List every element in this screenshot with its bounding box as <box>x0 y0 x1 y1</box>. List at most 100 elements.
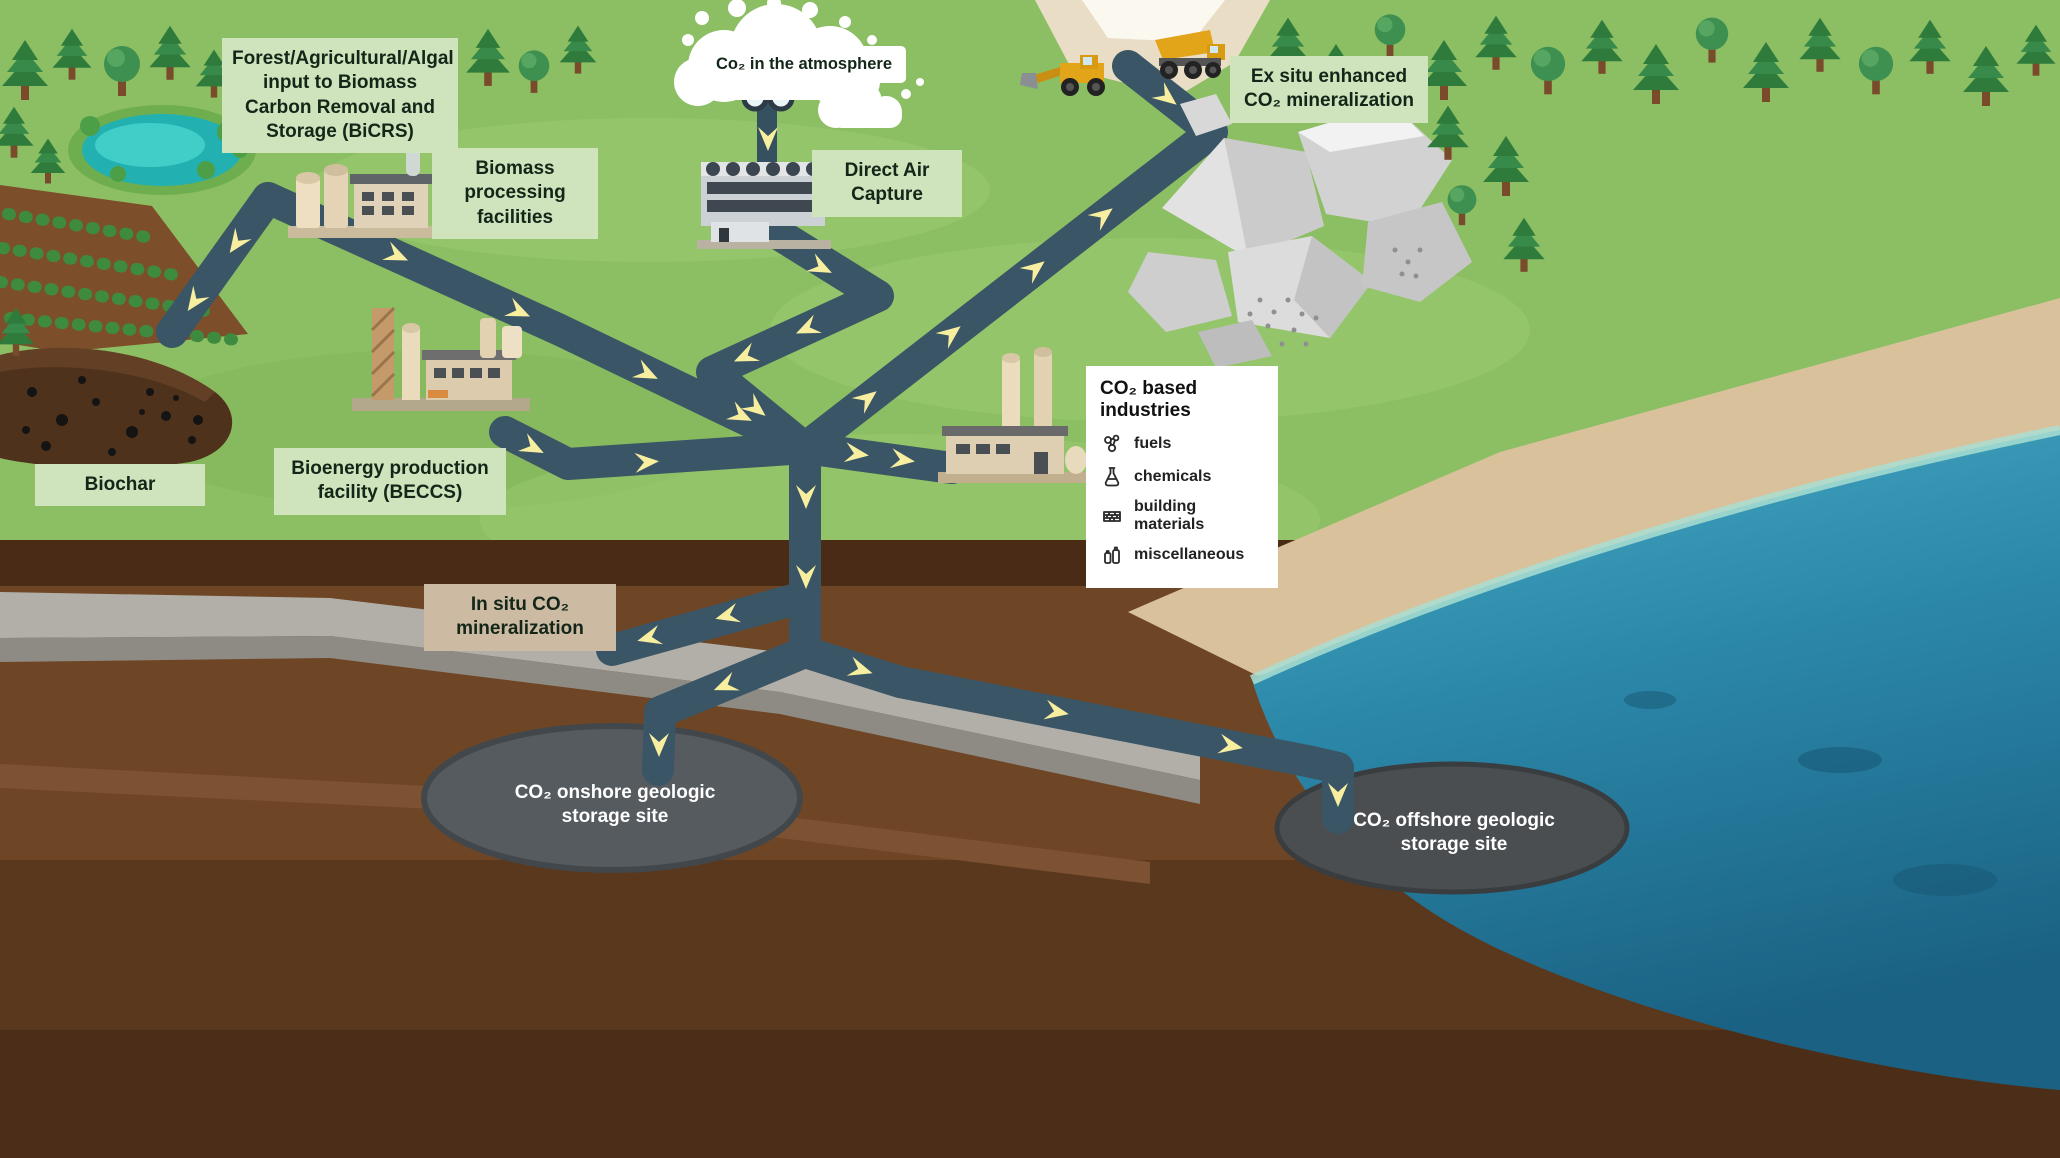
flow-arrow-icon <box>740 393 766 416</box>
industry-label: miscellaneous <box>1134 546 1245 563</box>
flow-arrow-icon <box>795 314 822 334</box>
pine-tree-icon <box>2 40 48 100</box>
flow-arrow-icon <box>187 285 210 312</box>
pine-tree-icon <box>1503 217 1545 272</box>
flow-arrow-icon <box>725 401 752 421</box>
flow-arrow-icon <box>733 342 760 362</box>
round-tree-icon <box>518 50 550 93</box>
flow-arrow-icon <box>1019 261 1045 284</box>
flow-arrow-icon <box>1043 699 1069 720</box>
flow-arrow-icon <box>843 442 869 463</box>
flow-arrow-icon <box>1151 82 1177 105</box>
pine-tree-icon <box>466 28 510 86</box>
pine-tree-icon <box>1799 17 1841 72</box>
industry-label: fuels <box>1134 435 1172 452</box>
rock-stratum <box>0 592 1200 780</box>
flow-arrow-icon <box>758 127 778 151</box>
onshore-storage-site <box>421 723 803 873</box>
fuels-molecule-icon <box>1104 434 1120 453</box>
flow-arrow-icon <box>649 733 669 757</box>
flow-arrow-icon <box>713 671 740 691</box>
industry-item-chemicals: chemicals <box>1100 465 1264 489</box>
flow-arrow-icon <box>935 326 961 349</box>
pine-tree-icon <box>1581 19 1623 74</box>
bioenergy-beccs-facility <box>352 306 530 411</box>
pine-tree-icon <box>1483 136 1529 196</box>
flow-arrow-icon <box>504 297 531 317</box>
co2-industries-facility <box>938 347 1088 483</box>
label-direct-air-capture: Direct Air Capture <box>812 150 962 217</box>
flow-arrow-icon <box>715 602 742 623</box>
label-biomass-processing: Biomass processing facilities <box>432 148 598 239</box>
industry-item-building-materials: building materials <box>1100 498 1264 534</box>
label-bicrs: Forest/Agricultural/Algal input to Bioma… <box>222 38 458 154</box>
direct-air-capture-facility <box>697 162 831 249</box>
pine-tree-icon <box>30 138 66 184</box>
label-in-situ-mineralization: In situ CO₂ mineralization <box>424 584 616 651</box>
flow-arrow-icon <box>229 227 252 254</box>
flow-arrow-icon <box>382 241 409 261</box>
flow-arrow-icon <box>846 656 873 676</box>
wheel-loader-icon <box>1020 55 1105 96</box>
round-tree-icon <box>1447 185 1477 226</box>
flow-arrow-icon <box>631 359 658 379</box>
flow-arrow-icon <box>1328 783 1348 807</box>
beach-sand <box>1128 298 2060 676</box>
industries-panel: CO₂ based industries fuels chemicals bui… <box>1086 366 1278 588</box>
flow-arrow-icon <box>1087 208 1113 231</box>
label-offshore-storage: CO₂ offshore geologic storage site <box>1353 810 1555 856</box>
industry-item-fuels: fuels <box>1100 432 1264 456</box>
label-ex-situ-mineralization: Ex situ enhanced CO₂ mineralization <box>1230 56 1428 123</box>
pine-tree-icon <box>52 28 92 80</box>
label-beccs: Bioenergy production facility (BECCS) <box>274 448 506 515</box>
flow-arrow-icon <box>517 433 544 453</box>
round-tree-icon <box>104 46 140 96</box>
flow-arrows <box>187 82 1348 807</box>
trees <box>0 14 2056 356</box>
ocean <box>1249 425 2060 1090</box>
flow-arrow-icon <box>805 253 832 273</box>
flow-arrow-icon <box>796 485 816 509</box>
building-materials-bricks-icon <box>1103 511 1121 522</box>
flow-arrow-icon <box>637 624 664 645</box>
pine-tree-icon <box>1963 46 2009 106</box>
flow-arrow-icon <box>889 448 915 469</box>
pine-tree-icon <box>149 25 191 80</box>
round-tree-icon <box>1695 17 1729 63</box>
pipe-hub-to-mineralization <box>789 50 1228 464</box>
pine-tree-icon <box>559 25 597 74</box>
industry-item-miscellaneous: miscellaneous <box>1100 543 1264 567</box>
mining-truck-icon <box>1155 30 1225 79</box>
biomass-processing-facility <box>288 140 438 238</box>
chemicals-flask-icon <box>1104 467 1120 487</box>
round-tree-icon <box>1858 46 1894 95</box>
pipe-biomass-to-hub <box>252 182 821 464</box>
flow-arrow-icon <box>796 565 816 589</box>
flow-arrow-icon <box>851 391 877 414</box>
label-atmosphere: Co₂ in the atmosphere <box>702 46 907 84</box>
offshore-storage-site <box>1274 761 1630 895</box>
pipe-beccs-to-hub <box>489 416 821 480</box>
round-tree-icon <box>1530 46 1566 95</box>
miscellaneous-bottles-icon <box>1104 546 1120 564</box>
pine-tree-icon <box>0 307 35 356</box>
pine-tree-icon <box>1909 19 1951 74</box>
industry-label: building materials <box>1134 498 1205 533</box>
pine-tree-icon <box>0 106 34 158</box>
round-tree-icon <box>1374 14 1406 57</box>
pine-tree-icon <box>1427 105 1469 160</box>
flow-arrow-icon <box>634 452 659 473</box>
label-biochar: Biochar <box>35 464 205 507</box>
industries-title: CO₂ based industries <box>1100 378 1198 421</box>
pine-tree-icon <box>2016 24 2056 76</box>
pipe-hub-to-industries <box>789 432 968 484</box>
label-onshore-storage: CO₂ onshore geologic storage site <box>514 782 716 828</box>
flow-arrow-icon <box>1217 733 1243 754</box>
industry-label: chemicals <box>1134 468 1212 485</box>
pine-tree-icon <box>1743 42 1789 102</box>
pine-tree-icon <box>1633 44 1679 104</box>
pine-tree-icon <box>1421 40 1467 100</box>
biochar-mound <box>0 347 233 468</box>
